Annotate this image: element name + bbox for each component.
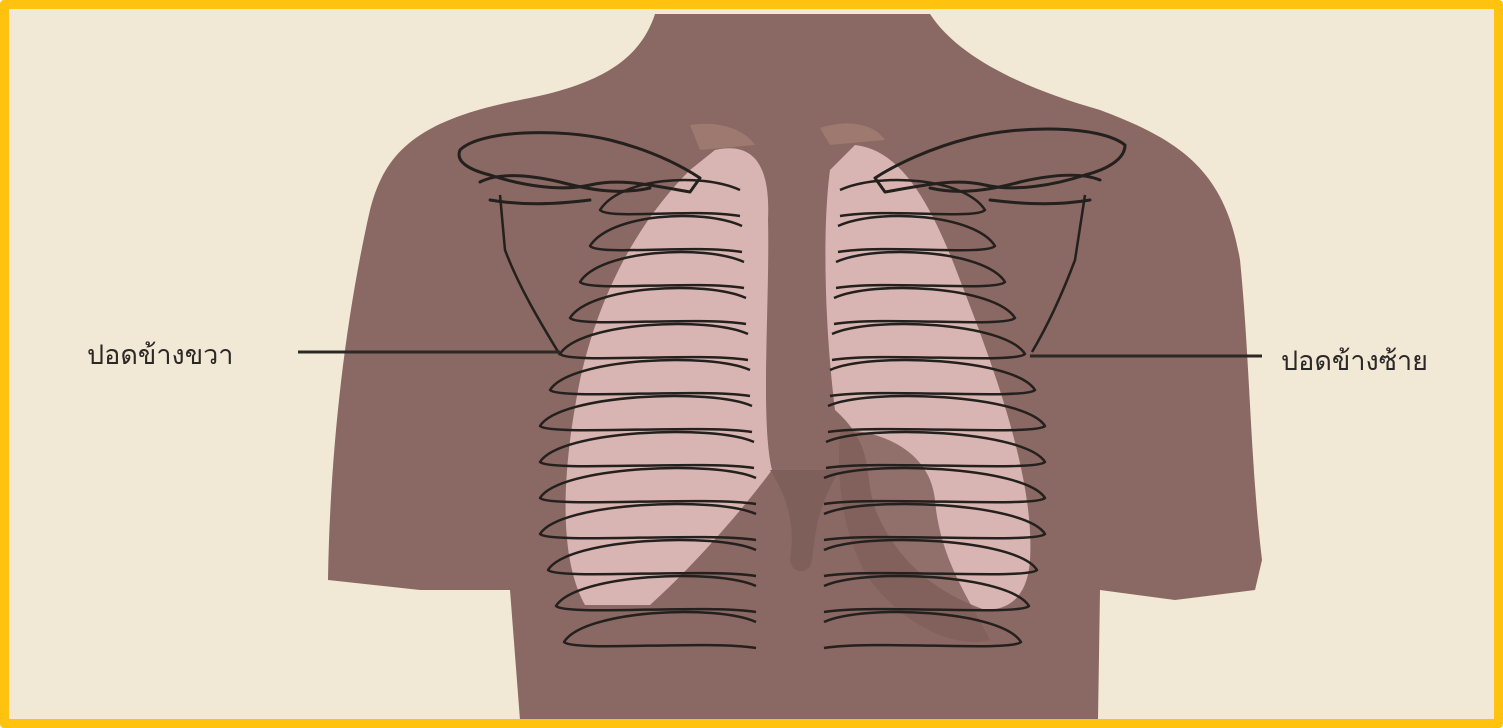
right-lung-label: ปอดข้างขวา [87, 342, 233, 369]
left-lung-label: ปอดข้างซ้าย [1281, 348, 1428, 375]
